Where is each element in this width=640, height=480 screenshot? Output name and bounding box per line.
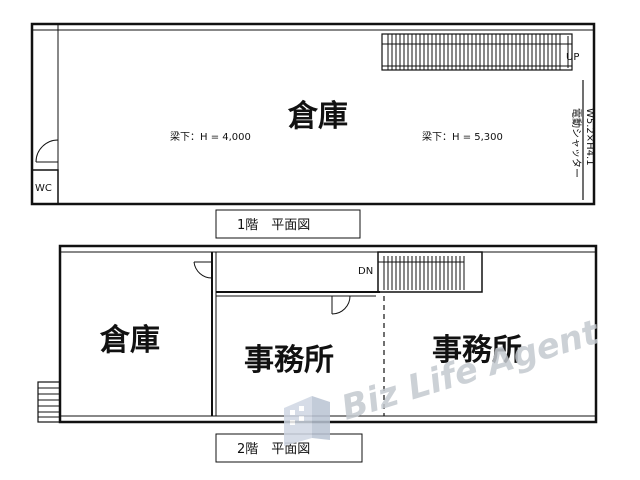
stair-up-label: UP	[566, 52, 579, 63]
floor-1-caption: 1階 平面図	[237, 218, 310, 233]
exterior-steps	[37, 381, 61, 423]
door-swing-wc	[35, 139, 59, 163]
wc: WC	[31, 169, 59, 205]
floor-1-room-storage: 倉庫	[287, 99, 348, 134]
floor-2-room-office-left: 事務所	[244, 343, 334, 378]
floor-2-caption: 2階 平面図	[237, 442, 310, 457]
beam-height-left: 梁下：H = 4,000	[170, 130, 251, 143]
door-swing-office	[331, 295, 351, 315]
floor-1-plan: UP WC 倉庫 梁下：H = 4,000 梁下：H = 5,300 電動シャッ…	[30, 22, 596, 239]
beam-height-right: 梁下：H = 5,300	[422, 130, 503, 143]
stair-down-label: DN	[358, 266, 373, 277]
wc-label: WC	[35, 183, 52, 194]
watermark-text: Biz Life Agent	[337, 312, 605, 429]
stair-down: DN	[358, 251, 483, 293]
watermark-logo-icon	[284, 396, 330, 446]
door-swing-storage	[193, 261, 213, 279]
shutter-label: 電動シャッター	[570, 108, 583, 178]
stair-up: UP	[381, 33, 579, 71]
shutter-size: W5.2×H4.1	[584, 108, 595, 166]
floor-2-room-storage: 倉庫	[99, 323, 160, 358]
floor-2-room-office-right: 事務所	[432, 333, 522, 368]
